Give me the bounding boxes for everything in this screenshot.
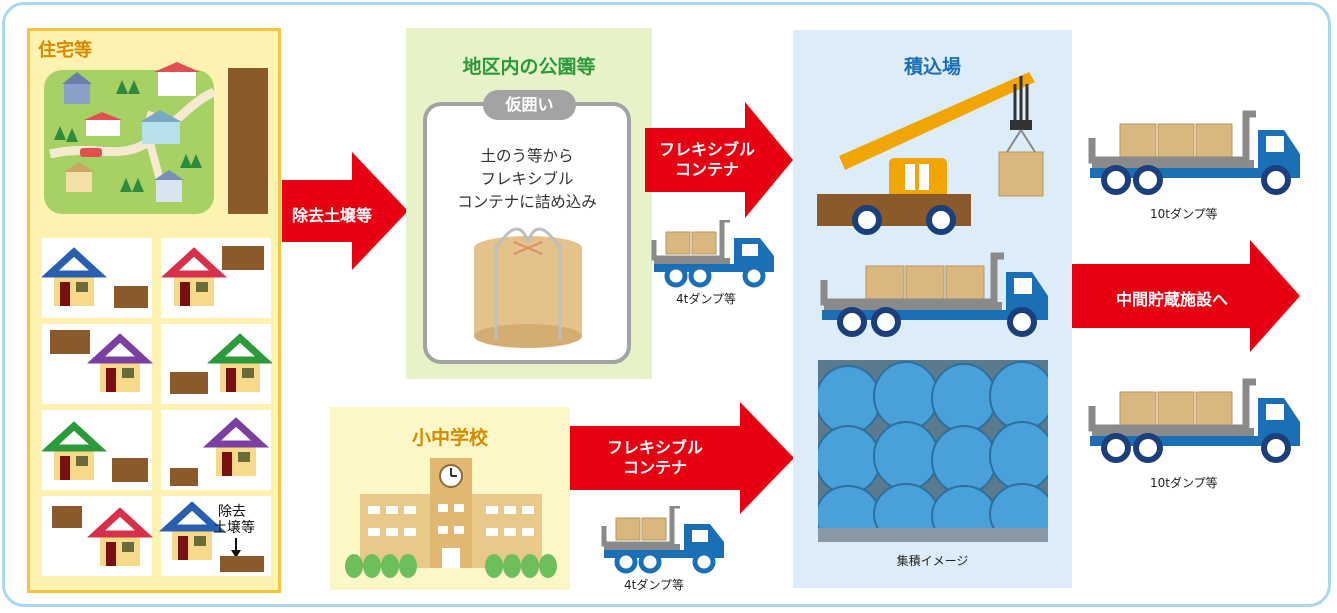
- stockpile-photo: [818, 360, 1048, 542]
- arrow-flex-container-bottom: [570, 402, 794, 514]
- removed-soil-label-line1: 除去: [218, 504, 246, 520]
- houses-illustration: [42, 246, 272, 572]
- park-desc-line3: コンテナに詰め込み: [457, 193, 597, 211]
- removed-soil-label-line2: 土壌等: [213, 520, 255, 536]
- truck-4t-bottom-caption: 4tダンプ等: [624, 578, 684, 592]
- arrow-flex-top-line2: コンテナ: [674, 160, 739, 179]
- residential-title: 住宅等: [38, 40, 92, 61]
- park-desc-line1: 土のう等から: [480, 147, 574, 165]
- truck-4t-top: [651, 220, 774, 288]
- arrow-flex-bottom-label: フレキシブル コンテナ: [570, 438, 740, 478]
- arrow-flex-top-line1: フレキシブル: [658, 140, 755, 159]
- flexible-container-bag-icon: [474, 227, 582, 348]
- town-map-illustration: [44, 62, 268, 214]
- loading-yard-title: 積込場: [903, 56, 961, 78]
- arrow-flex-container-top: [645, 102, 793, 218]
- arrow-flex-bottom-line1: フレキシブル: [606, 438, 703, 457]
- arrow-flex-top-label: フレキシブル コンテナ: [645, 140, 769, 180]
- park-description: 土のう等から フレキシブル コンテナに詰め込み: [423, 145, 631, 214]
- arrow-removed-soil-label: 除去土壌等: [291, 206, 372, 225]
- temporary-enclosure-pill: 仮囲い: [483, 90, 576, 120]
- truck-10t-bottom: [1088, 378, 1300, 463]
- truck-10t-top-caption: 10tダンプ等: [1150, 207, 1218, 221]
- arrow-interim-storage-label: 中間貯蔵施設へ: [1115, 290, 1228, 309]
- arrow-removed-soil: [282, 152, 408, 270]
- arrow-interim-storage: [1072, 240, 1300, 352]
- stockpile-photo-caption: 集積イメージ: [896, 554, 969, 568]
- park-title: 地区内の公園等: [462, 56, 596, 78]
- arrow-flex-bottom-line2: コンテナ: [622, 458, 687, 477]
- school-title: 小中学校: [411, 427, 488, 449]
- crane-truck-illustration: [817, 72, 1044, 235]
- truck-10t-top: [1088, 110, 1300, 195]
- park-desc-line2: フレキシブル: [480, 170, 574, 188]
- truck-10t-bottom-caption: 10tダンプ等: [1150, 476, 1218, 490]
- truck-4t-top-caption: 4tダンプ等: [676, 292, 736, 306]
- truck-4t-bottom: [601, 506, 724, 574]
- loading-yard-truck: [820, 252, 1048, 337]
- school-building-illustration: [345, 458, 557, 578]
